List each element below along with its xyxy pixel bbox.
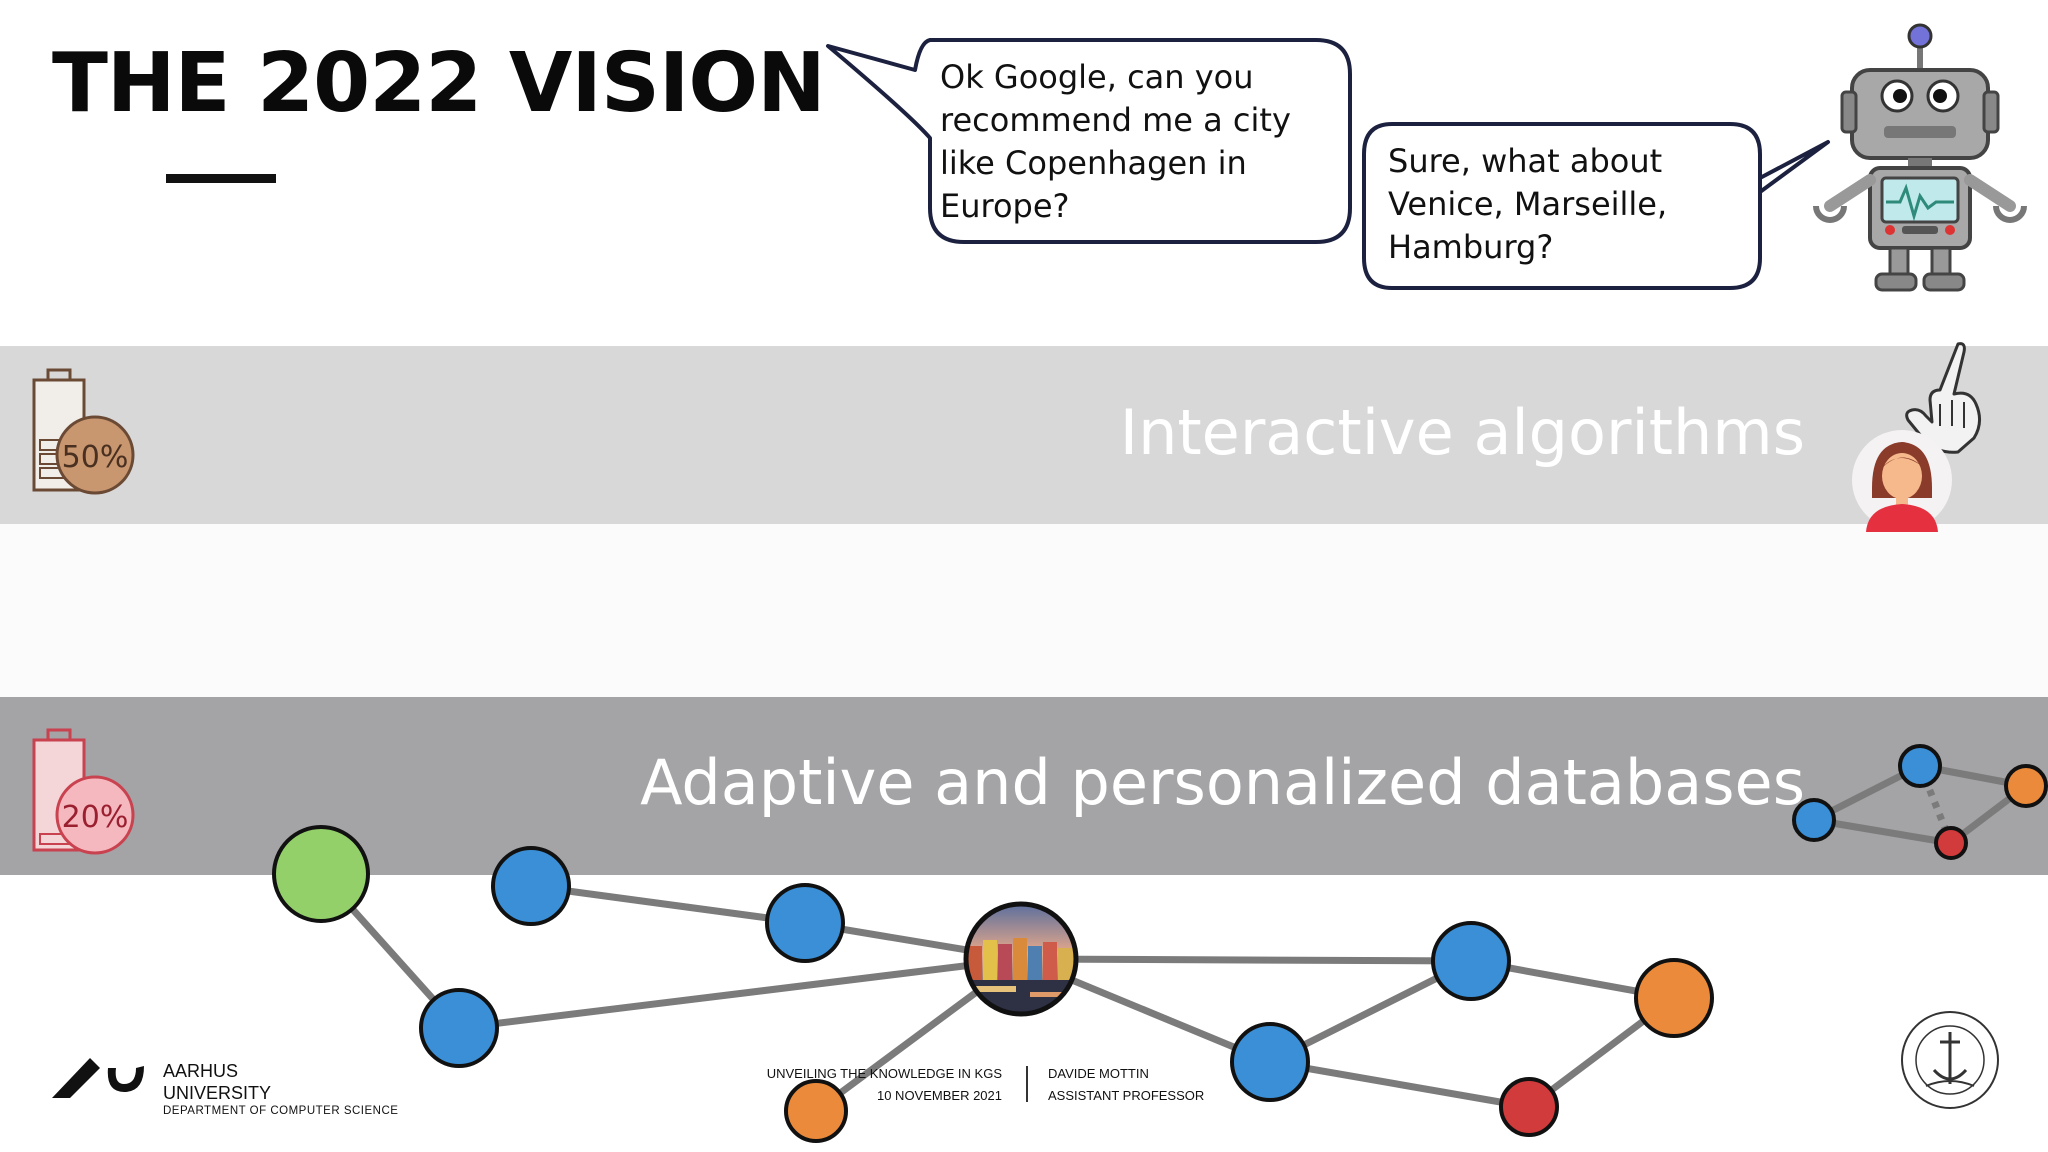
band-interactive	[0, 346, 2048, 524]
node-orange	[784, 1079, 848, 1143]
node-orange	[1634, 958, 1714, 1038]
robot-icon	[1813, 23, 2027, 292]
band1-label: Interactive algorithms	[1119, 396, 1805, 469]
battery-50-label: 50%	[62, 440, 129, 475]
battery-20-icon: 20%	[32, 728, 135, 855]
graph-nodes	[272, 744, 2048, 1143]
band-spacer	[0, 524, 2048, 697]
node-blue	[1898, 744, 1942, 788]
node-red	[1934, 826, 1968, 860]
speaker-name: DAVIDE MOTTIN	[1048, 1066, 1149, 1081]
title-underline	[166, 174, 276, 183]
node-orange	[2004, 764, 2048, 808]
battery-20-label: 20%	[62, 800, 129, 835]
node-blue	[1431, 921, 1511, 1001]
talk-title: UNVEILING THE KNOWLEDGE IN KGS	[766, 1066, 1002, 1081]
band2-label: Adaptive and personalized databases	[640, 746, 1805, 819]
speaker-role: ASSISTANT PROFESSOR	[1048, 1088, 1205, 1103]
woman-avatar-icon	[1852, 430, 1952, 532]
talk-date: 10 NOVEMBER 2021	[876, 1088, 1002, 1103]
node-blue	[1792, 798, 1836, 842]
org-name-line1: AARHUS	[163, 1061, 239, 1081]
department-name: DEPARTMENT OF COMPUTER SCIENCE	[163, 1105, 399, 1117]
node-green	[272, 825, 370, 923]
aarhus-university-logo	[52, 1058, 144, 1098]
slide-title: THE 2022 VISION	[52, 36, 826, 131]
bot-speech-bubble	[1362, 122, 1830, 290]
node-blue	[765, 883, 845, 963]
user-question-text: Ok Google, can you recommend me a city l…	[940, 58, 1291, 225]
node-red	[1499, 1077, 1559, 1137]
footer-divider	[1026, 1066, 1028, 1102]
university-seal	[1901, 1011, 1999, 1109]
user-speech-bubble	[826, 38, 1352, 244]
node-blue	[491, 846, 571, 926]
bot-answer-text: Sure, what about Venice, Marseille, Hamb…	[1388, 142, 1668, 266]
node-blue	[419, 988, 499, 1068]
org-name-line2: UNIVERSITY	[163, 1083, 272, 1103]
copenhagen-photo	[963, 901, 1079, 1017]
battery-50-icon: 50%	[32, 368, 135, 495]
node-blue	[1230, 1022, 1310, 1102]
graph-edges	[318, 762, 2029, 1114]
